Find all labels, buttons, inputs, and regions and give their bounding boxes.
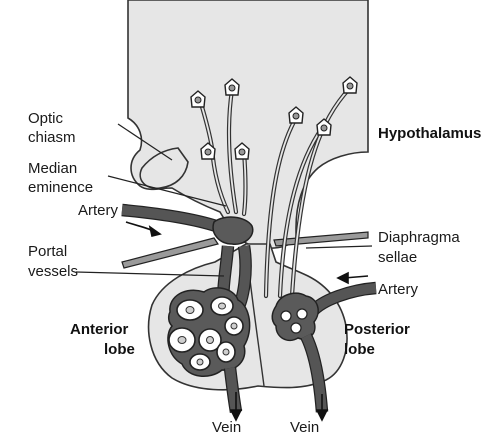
label-posterior-lobe-1: Posterior bbox=[344, 321, 410, 338]
label-portal-vessels-2: vessels bbox=[28, 263, 78, 280]
leader-lines bbox=[75, 123, 373, 277]
label-median-eminence-2: eminence bbox=[28, 179, 93, 196]
label-optic-chiasm-2: chiasm bbox=[28, 129, 76, 146]
label-diaphragma-sellae-2: sellae bbox=[378, 249, 417, 266]
label-artery-left: Artery bbox=[78, 202, 119, 219]
label-portal-vessels-1: Portal bbox=[28, 243, 67, 260]
diaphragma-sellae-left bbox=[121, 237, 219, 269]
hypothalamus-tissue bbox=[127, 0, 369, 249]
label-median-eminence-1: Median bbox=[28, 160, 77, 177]
label-posterior-lobe-2: lobe bbox=[344, 341, 375, 358]
flow-arrows bbox=[125, 221, 369, 422]
anterior-cells bbox=[168, 296, 244, 371]
label-diaphragma-sellae-1: Diaphragma bbox=[378, 229, 460, 246]
label-vein-right: Vein bbox=[290, 419, 319, 436]
optic-chiasm-shape bbox=[139, 147, 189, 190]
label-optic-chiasm-1: Optic bbox=[28, 110, 64, 127]
label-artery-right: Artery bbox=[378, 281, 419, 298]
label-hypothalamus: Hypothalamus bbox=[378, 125, 481, 142]
label-anterior-lobe-1: Anterior bbox=[70, 321, 129, 338]
label-anterior-lobe-2: lobe bbox=[104, 341, 135, 358]
neuron-cell-bodies bbox=[190, 76, 358, 160]
label-vein-left: Vein bbox=[212, 419, 241, 436]
